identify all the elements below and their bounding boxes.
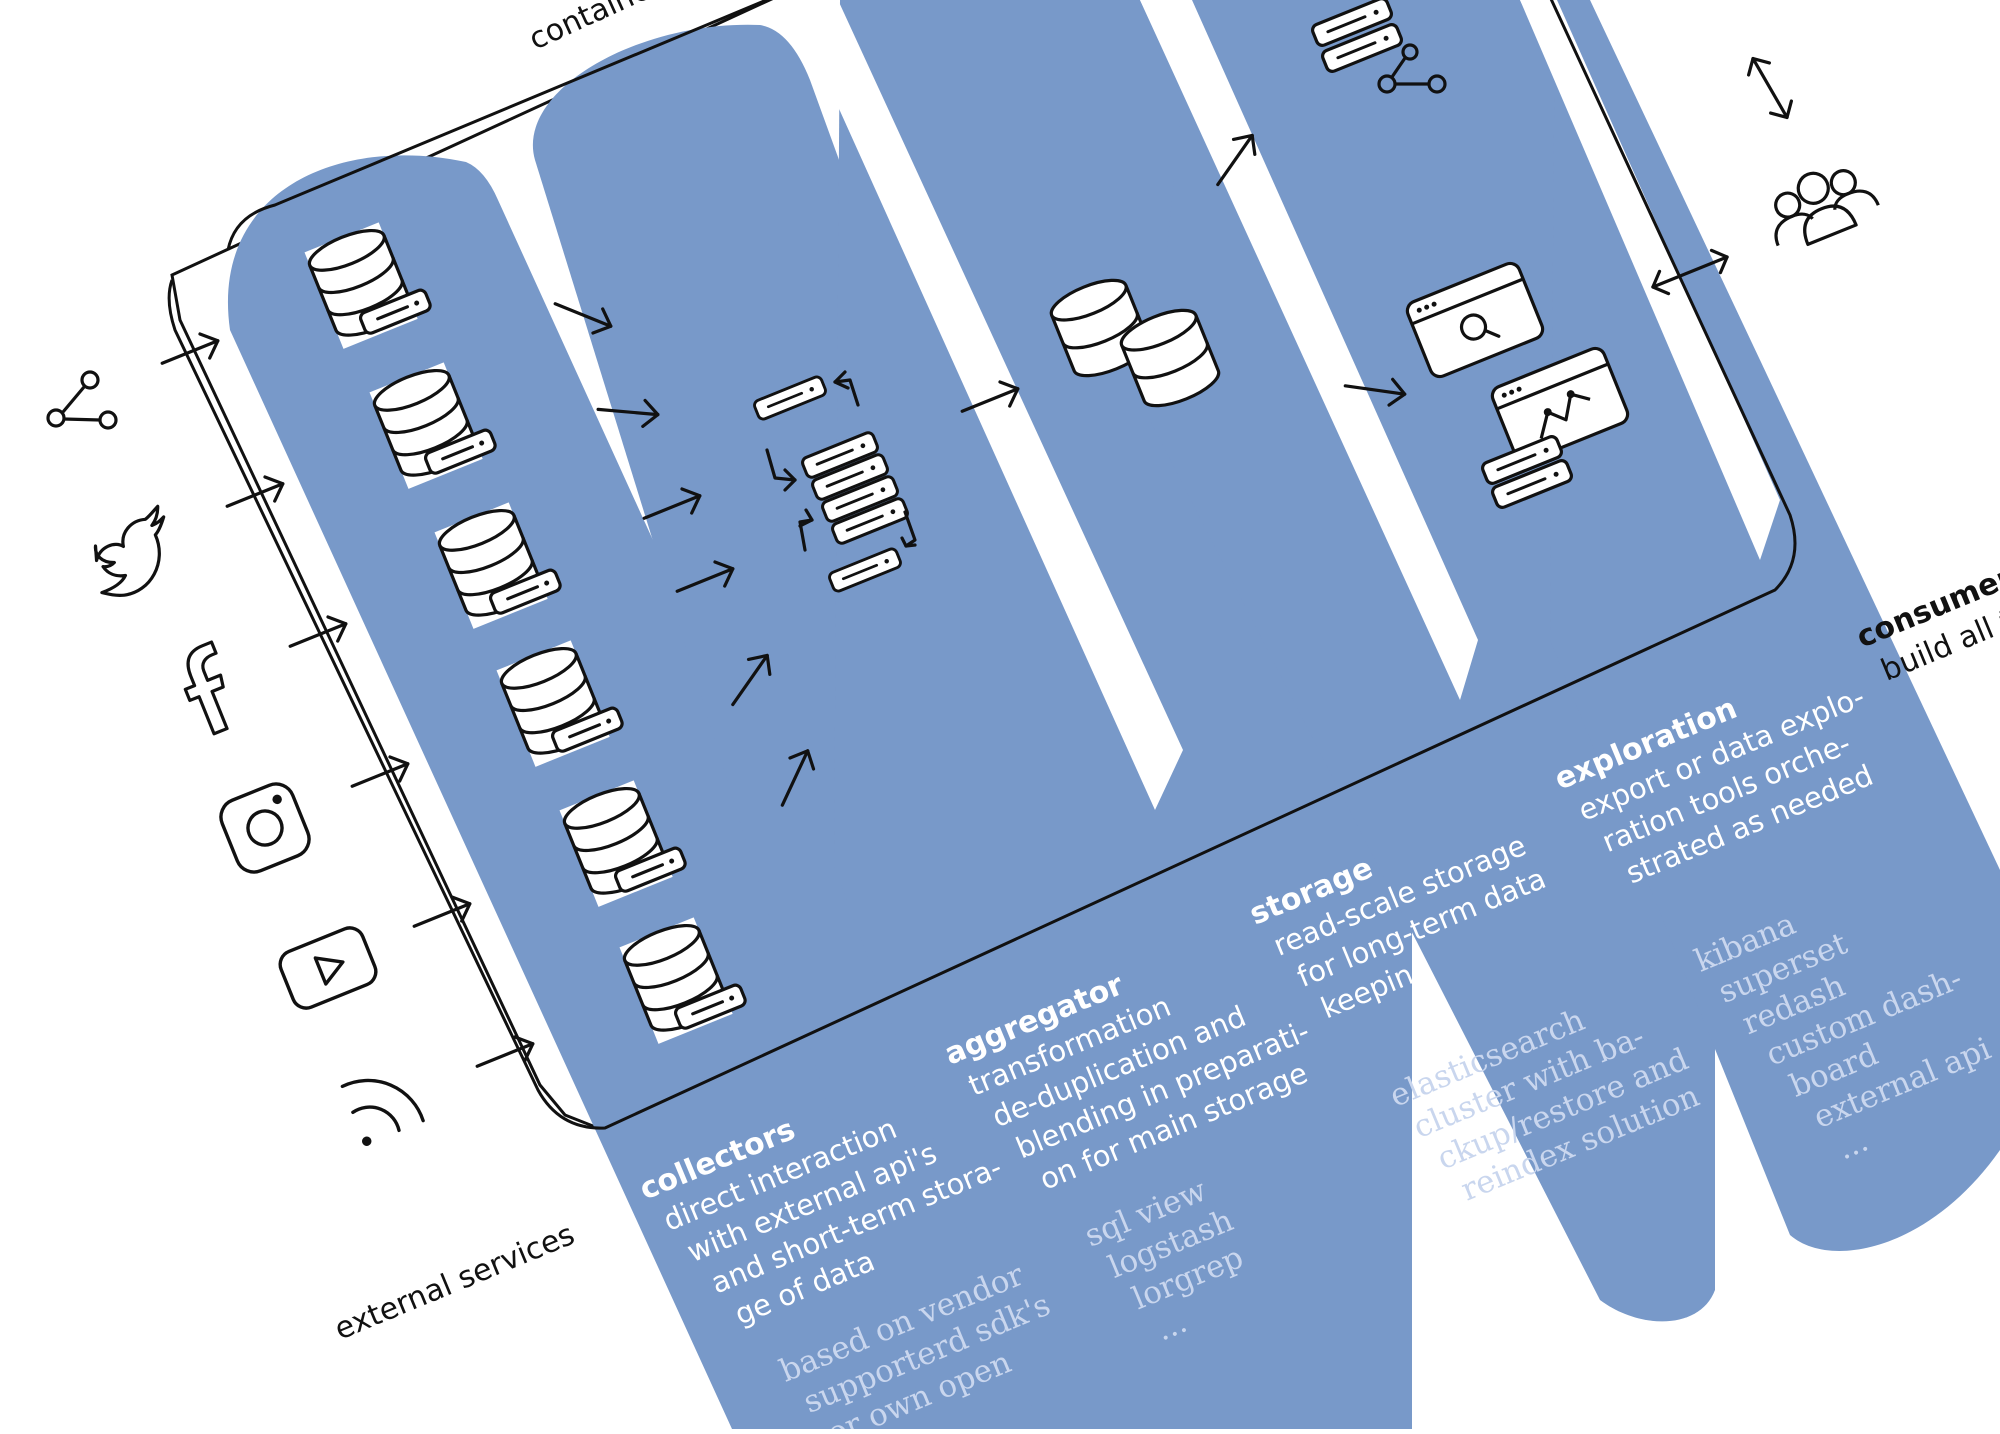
- vertical-double-arrow-icon: [1747, 56, 1793, 120]
- column-gutter: [1520, 0, 1780, 560]
- column-text-exploration: exploration export or data explo- ration…: [1550, 679, 1996, 1167]
- rss-icon: [340, 1078, 425, 1146]
- inflow-arrow: [283, 610, 353, 660]
- external-services-label: external services: [330, 1217, 580, 1347]
- column-gutter: [790, 0, 1183, 810]
- browser-search-icon: [1405, 261, 1545, 379]
- horizontal-double-arrow-icon: [1651, 248, 1729, 296]
- users-group-icon: [1774, 169, 1880, 247]
- browser-chart-icon: [1490, 346, 1630, 464]
- youtube-icon: [278, 926, 378, 1010]
- server-sync-icon: [751, 370, 917, 595]
- container-outline-overlay: [167, 0, 1797, 1130]
- inflow-arrow: [407, 890, 477, 940]
- facebook-icon: [183, 640, 229, 736]
- share-icon: [46, 370, 118, 430]
- twitter-icon: [93, 504, 166, 597]
- network-server-icon: [1309, 0, 1447, 94]
- inflow-arrow: [155, 327, 225, 377]
- instagram-icon: [219, 782, 311, 874]
